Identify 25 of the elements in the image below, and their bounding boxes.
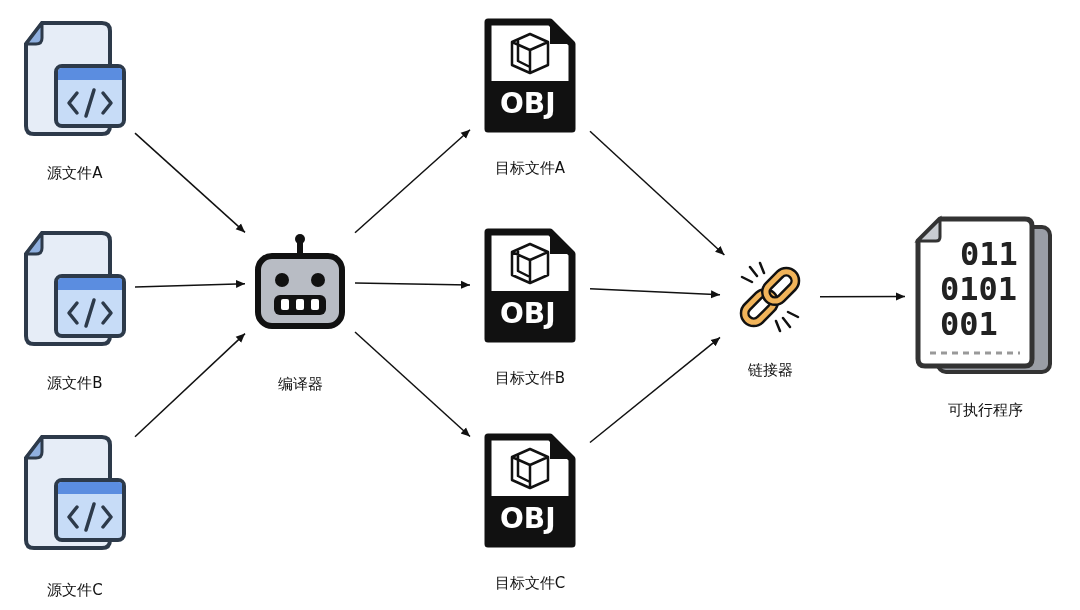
node-label: 源文件B (46, 374, 104, 393)
arrow (589, 130, 726, 256)
file-type-label: OBJ (500, 90, 556, 118)
node-label: 目标文件B (493, 369, 567, 388)
arrow (354, 280, 471, 289)
file-type-label: OBJ (500, 300, 556, 328)
node-label: 编译器 (276, 375, 324, 394)
node-label: 可执行程序 (946, 401, 1024, 420)
arrow (354, 331, 471, 438)
arrow (134, 280, 246, 288)
arrow (589, 336, 721, 444)
arrow (134, 332, 246, 438)
binary-digits: 011 (960, 238, 1018, 270)
binary-digits: 0101 (940, 273, 1018, 305)
file-type-label: OBJ (500, 505, 556, 533)
node-label: 目标文件C (493, 574, 567, 593)
node-label: 目标文件A (493, 159, 567, 178)
node-label: 链接器 (746, 361, 794, 380)
arrow (589, 288, 721, 299)
arrow (134, 132, 246, 234)
node-label: 源文件C (46, 581, 104, 600)
node-label: 源文件A (46, 164, 104, 183)
arrow (819, 292, 906, 301)
binary-digits: 001 (940, 308, 998, 340)
arrow (354, 128, 471, 234)
